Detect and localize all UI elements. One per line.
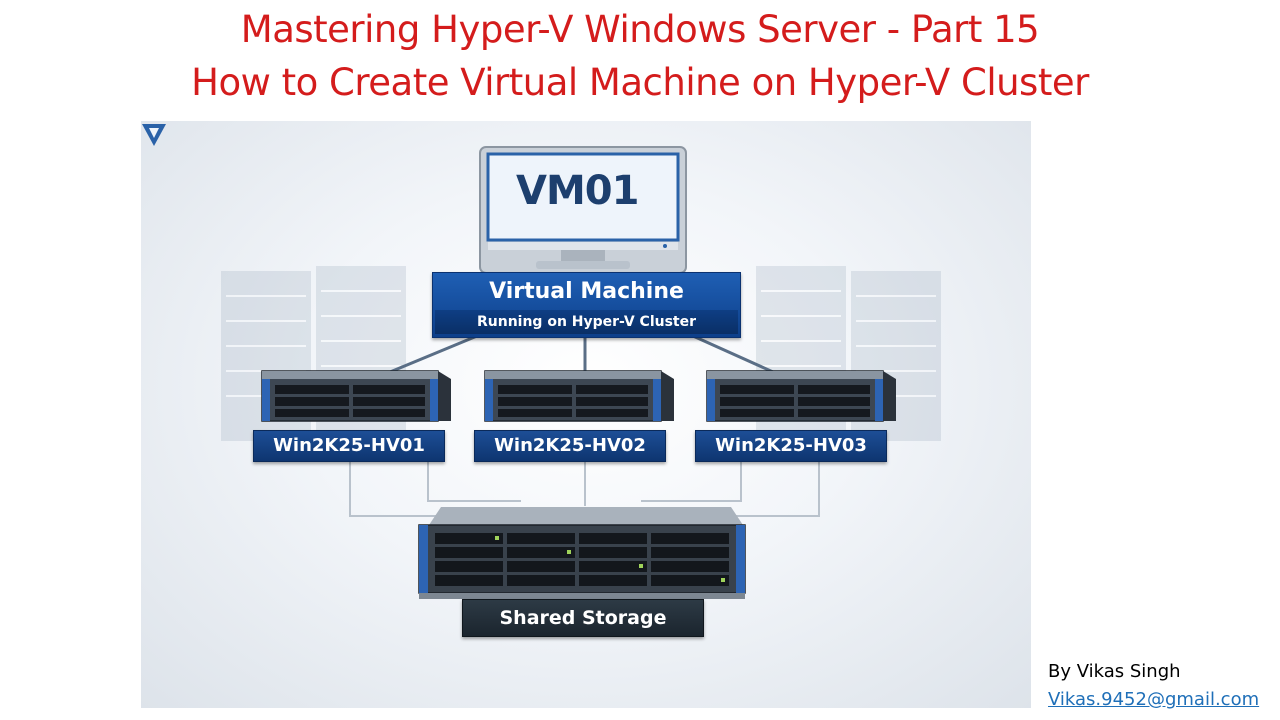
background-racks-right xyxy=(756,266,941,446)
vm-screen-label: VM01 xyxy=(516,168,639,214)
storage-array xyxy=(418,507,746,599)
cluster-diagram: VM01 Virtual Machine Running on Hyper-V … xyxy=(141,121,1031,708)
background-racks-left xyxy=(221,266,406,446)
host-server-3 xyxy=(706,370,896,422)
monitor-icon xyxy=(479,146,687,274)
virtual-machine-box: Virtual Machine Running on Hyper-V Clust… xyxy=(432,272,741,338)
author-email-link[interactable]: Vikas.9452@gmail.com xyxy=(1048,689,1260,710)
slide-title-line-1: Mastering Hyper-V Windows Server - Part … xyxy=(240,8,1040,51)
diagram-graphics xyxy=(221,146,941,599)
host-server-2 xyxy=(484,370,674,422)
shared-storage-label: Shared Storage xyxy=(462,599,704,637)
host-server-1 xyxy=(261,370,451,422)
virtual-machine-title: Virtual Machine xyxy=(489,279,684,304)
hyper-v-logo-icon xyxy=(142,124,166,146)
host-label-1: Win2K25-HV01 xyxy=(253,430,445,462)
author-name: By Vikas Singh xyxy=(1048,661,1181,682)
virtual-machine-subtitle: Running on Hyper-V Cluster xyxy=(435,310,738,334)
host-label-2: Win2K25-HV02 xyxy=(474,430,666,462)
slide-title-line-2: How to Create Virtual Machine on Hyper-V… xyxy=(191,61,1089,104)
host-label-3: Win2K25-HV03 xyxy=(695,430,887,462)
